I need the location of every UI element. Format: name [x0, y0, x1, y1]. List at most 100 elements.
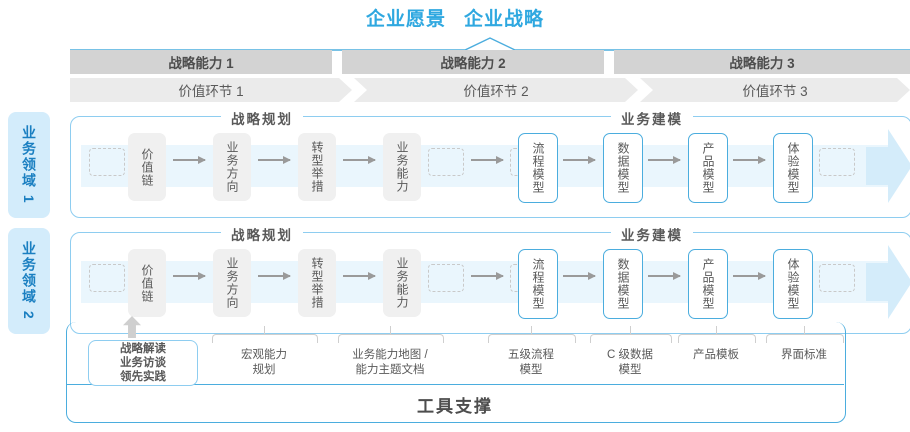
capability-bar-3[interactable]: 战略能力 3	[614, 50, 910, 74]
section-dash-left-1	[181, 116, 215, 117]
arrow-2-2	[258, 271, 291, 280]
strategy-title: 企业战略	[464, 9, 545, 30]
node-label: 价值链	[140, 263, 154, 303]
capability-bar-row: 战略能力 1 战略能力 2 战略能力 3	[70, 50, 910, 74]
arrow-1-7	[733, 155, 766, 164]
domain-row-2: 战略规划 业务建模 价值链 业务方向 转型举措 业务能力 流程模型 数据模型 产…	[70, 224, 910, 334]
bracket-6	[766, 326, 844, 348]
value-chain-1[interactable]: 价值环节 1	[70, 78, 352, 102]
node-label: 转型举措	[310, 257, 324, 309]
node-modeling-2-1[interactable]: 流程模型	[518, 249, 558, 319]
value-chain-3[interactable]: 价值环节 3	[640, 78, 910, 102]
node-planning-1-3[interactable]: 转型举措	[298, 133, 336, 201]
value-chain-row: 价值环节 1 价值环节 2 价值环节 3	[70, 78, 910, 102]
domain-label-1: 业务领域 1	[21, 125, 37, 205]
node-planning-2-3[interactable]: 转型举措	[298, 249, 336, 317]
tool-label-6-line1: 界面标准	[781, 349, 827, 361]
arrow-2-1	[173, 271, 206, 280]
node-planning-1-2[interactable]: 业务方向	[213, 133, 251, 201]
placeholder-box-2-mid-a	[428, 264, 464, 292]
capability-bar-1[interactable]: 战略能力 1	[70, 50, 332, 74]
node-modeling-1-1[interactable]: 流程模型	[518, 133, 558, 203]
capability-label-2: 战略能力 2	[440, 56, 506, 71]
node-label: 体验模型	[786, 258, 800, 310]
vision-title: 企业愿景	[365, 9, 446, 30]
node-planning-2-1[interactable]: 价值链	[128, 249, 166, 317]
node-modeling-1-2[interactable]: 数据模型	[603, 133, 643, 203]
arrow-2-7	[733, 271, 766, 280]
section-label-modeling-2: 业务建模	[611, 224, 693, 244]
bracket-3	[488, 326, 576, 348]
arrow-2-4	[471, 271, 504, 280]
node-planning-1-4[interactable]: 业务能力	[383, 133, 421, 201]
bracket-5	[678, 326, 756, 348]
node-label: 产品模型	[701, 258, 715, 310]
arrow-1-6	[648, 155, 681, 164]
arrow-1-4	[471, 155, 504, 164]
node-label: 价值链	[140, 147, 154, 187]
capability-bar-2[interactable]: 战略能力 2	[342, 50, 604, 74]
node-label: 流程模型	[531, 142, 545, 194]
node-modeling-2-3[interactable]: 产品模型	[688, 249, 728, 319]
tool-label-3-line1: 五级流程	[508, 349, 554, 361]
tool-label-1-line1: 宏观能力	[241, 349, 287, 361]
node-label: 业务方向	[225, 141, 239, 193]
node-modeling-2-4[interactable]: 体验模型	[773, 249, 813, 319]
capability-label-1: 战略能力 1	[168, 56, 234, 71]
placeholder-box-1-start	[89, 148, 125, 176]
arrow-1-2	[258, 155, 291, 164]
arrow-1-3	[343, 155, 376, 164]
value-chain-2[interactable]: 价值环节 2	[354, 78, 638, 102]
node-planning-2-4[interactable]: 业务能力	[383, 249, 421, 317]
node-planning-2-2[interactable]: 业务方向	[213, 249, 251, 317]
tool-box-strategy-inputs[interactable]: 战略解读 业务访谈 领先实践	[88, 340, 198, 386]
flow-band-2	[81, 261, 889, 303]
bracket-4	[590, 326, 672, 348]
value-chain-label-2: 价值环节 2	[463, 84, 529, 99]
arrow-1-5	[563, 155, 596, 164]
placeholder-box-2-end	[819, 264, 855, 292]
flow-band-1	[81, 145, 889, 187]
domain-row-1: 战略规划 业务建模 价值链 业务方向 转型举措 业务能力 流程模型 数据模型 产…	[70, 108, 910, 218]
tool-label-6: 界面标准	[766, 348, 842, 363]
section-dash-left-2	[181, 232, 215, 233]
capability-label-3: 战略能力 3	[729, 56, 795, 71]
arrow-2-5	[563, 271, 596, 280]
arrow-1-1	[173, 155, 206, 164]
tool-label-3-line2: 模型	[519, 364, 543, 376]
arrow-2-6	[648, 271, 681, 280]
domain-label-2: 业务领域 2	[21, 241, 37, 321]
placeholder-box-2-start	[89, 264, 125, 292]
node-label: 业务方向	[225, 257, 239, 309]
flow-band-arrow-tip-1	[866, 129, 910, 203]
node-label: 体验模型	[786, 142, 800, 194]
footer-title: 工具支撑	[417, 397, 493, 416]
section-label-modeling-1: 业务建模	[611, 108, 693, 128]
bracket-1	[212, 326, 318, 348]
section-label-planning-2: 战略规划	[221, 224, 303, 244]
placeholder-box-1-mid-a	[428, 148, 464, 176]
value-chain-label-1: 价值环节 1	[178, 84, 244, 99]
bracket-2	[338, 326, 444, 348]
tool-support-divider	[66, 384, 844, 385]
sidebar-item-domain-2[interactable]: 业务领域 2	[8, 228, 50, 334]
tool-box-line-1: 战略解读	[120, 343, 166, 355]
node-label: 数据模型	[616, 142, 630, 194]
flow-band-arrow-tip-2	[866, 245, 910, 319]
node-modeling-1-4[interactable]: 体验模型	[773, 133, 813, 203]
tool-label-2-line2: 能力主题文档	[355, 364, 425, 376]
node-planning-1-1[interactable]: 价值链	[128, 133, 166, 201]
node-modeling-1-3[interactable]: 产品模型	[688, 133, 728, 203]
node-label: 业务能力	[395, 141, 409, 193]
node-modeling-2-2[interactable]: 数据模型	[603, 249, 643, 319]
tool-label-1: 宏观能力 规划	[212, 348, 316, 378]
tool-label-2-line1: 业务能力地图 /	[352, 349, 428, 361]
tool-label-4-line1: C 级数据	[607, 349, 653, 361]
value-chain-label-3: 价值环节 3	[742, 84, 808, 99]
node-label: 转型举措	[310, 141, 324, 193]
node-label: 业务能力	[395, 257, 409, 309]
tool-box-line-2: 业务访谈	[120, 357, 166, 369]
node-label: 流程模型	[531, 258, 545, 310]
sidebar-item-domain-1[interactable]: 业务领域 1	[8, 112, 50, 218]
